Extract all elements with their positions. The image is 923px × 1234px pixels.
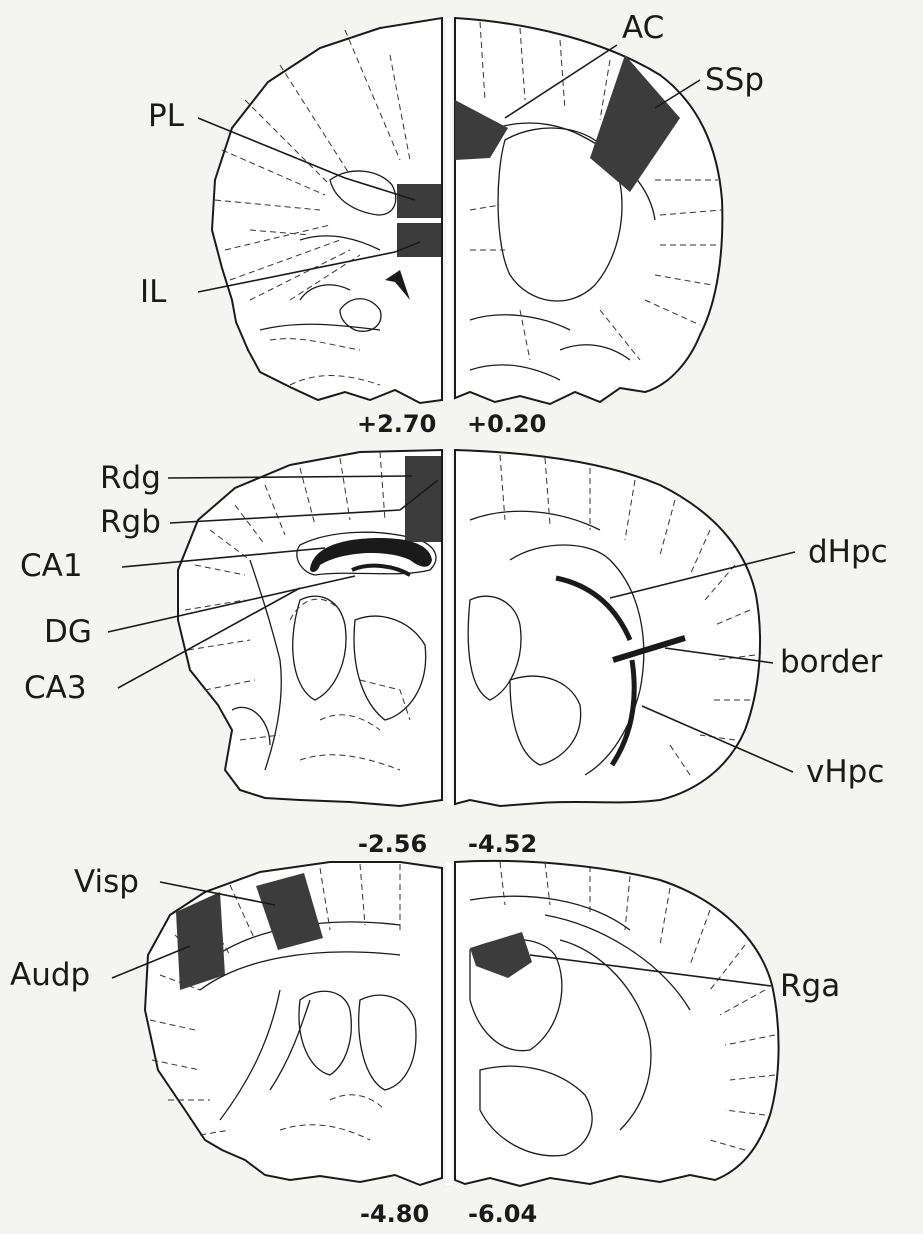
label-vhpc: vHpc (806, 754, 884, 790)
label-ca1: CA1 (20, 548, 83, 584)
section-top: PL IL AC SSp +2.70 +0.20 (140, 10, 764, 438)
label-ca3: CA3 (24, 670, 87, 706)
label-rga: Rga (780, 968, 840, 1004)
label-rdg: Rdg (100, 460, 161, 496)
coord-middle-left: -2.56 (358, 830, 427, 858)
region-rdg (405, 456, 441, 542)
coord-bottom-left: -4.80 (360, 1200, 429, 1228)
section-middle-left-outline (178, 450, 442, 806)
label-audp: Audp (10, 957, 90, 993)
section-bottom-right-outline (455, 861, 779, 1186)
label-dg: DG (44, 614, 92, 650)
region-il (397, 223, 441, 257)
label-ssp: SSp (705, 62, 764, 98)
coord-top-right: +0.20 (467, 410, 546, 438)
coord-top-left: +2.70 (357, 410, 436, 438)
coord-middle-right: -4.52 (468, 830, 537, 858)
section-bottom: Visp Audp Rga -4.80 -6.04 (10, 861, 840, 1228)
label-ac: AC (622, 10, 664, 46)
label-pl: PL (148, 98, 185, 134)
label-visp: Visp (74, 864, 139, 900)
section-top-right-outline (455, 18, 722, 404)
label-il: IL (140, 274, 167, 310)
section-middle: Rdg Rgb CA1 DG CA3 dHpc border vHpc -2.5… (20, 450, 888, 858)
label-rgb: Rgb (100, 504, 161, 540)
section-middle-right-outline (455, 450, 760, 806)
label-border: border (780, 644, 883, 680)
region-pl (397, 184, 441, 218)
label-dhpc: dHpc (808, 534, 888, 570)
coord-bottom-right: -6.04 (468, 1200, 537, 1228)
